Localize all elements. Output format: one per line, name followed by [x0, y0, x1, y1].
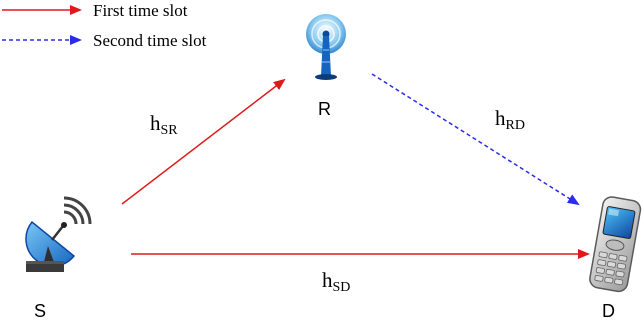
relay-label: R: [318, 99, 331, 119]
channel-label-rd: hRD: [495, 106, 525, 133]
link-s-to-r: [121, 78, 286, 205]
antenna-tower-icon: [306, 14, 346, 80]
channel-label-sr: hSR: [150, 111, 178, 138]
legend-first-slot-label: First time slot: [93, 1, 188, 20]
legend: First time slot Second time slot: [2, 1, 207, 50]
channel-label-sd: hSD: [322, 268, 350, 295]
mobile-phone-icon: [589, 196, 642, 293]
satellite-dish-icon: [25, 196, 92, 272]
legend-second-slot-label: Second time slot: [93, 31, 207, 50]
destination-label: D: [602, 301, 615, 321]
link-r-to-d: [371, 73, 580, 206]
source-label: S: [34, 301, 46, 321]
